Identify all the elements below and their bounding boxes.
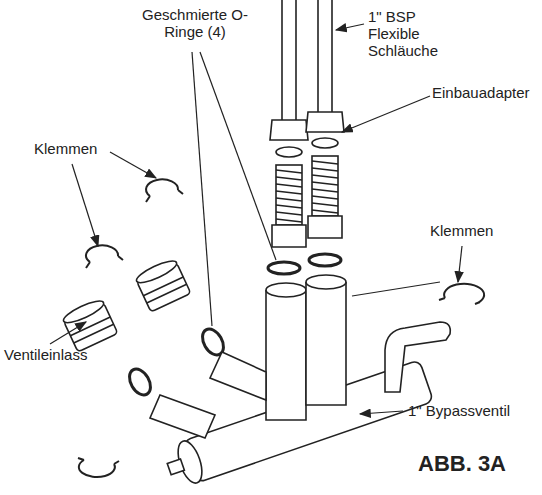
thread-line xyxy=(276,184,302,187)
thread-line xyxy=(312,168,338,171)
valve-inlet xyxy=(61,297,118,352)
part-label: 1" BSP Flexible Schläuche xyxy=(368,8,452,59)
part-label: 1" Bypassventil xyxy=(408,402,538,419)
valve-port xyxy=(266,283,306,297)
o-ring xyxy=(268,262,300,274)
part-label: Klemmen xyxy=(34,140,114,157)
valve-port xyxy=(266,290,306,420)
thread-line xyxy=(312,182,338,185)
thread-line xyxy=(312,189,338,192)
thread-line xyxy=(276,212,302,215)
o-ring xyxy=(309,254,341,266)
thread-line xyxy=(276,177,302,180)
thread-line xyxy=(312,196,338,199)
hose xyxy=(282,0,332,120)
thread-line xyxy=(276,191,302,194)
thread-line xyxy=(312,161,338,164)
thread-line xyxy=(276,205,302,208)
adapter-base xyxy=(272,216,342,247)
thread-line xyxy=(312,175,338,178)
valve-port xyxy=(306,275,346,289)
part-label: Geschmierte O-Ringe (4) xyxy=(125,6,265,40)
adapter xyxy=(276,165,302,225)
thread-line xyxy=(276,198,302,201)
clamp xyxy=(78,179,484,477)
hose-nut xyxy=(270,120,308,140)
thread-line xyxy=(312,210,338,213)
washer xyxy=(312,138,338,148)
thread-line xyxy=(276,219,302,222)
part-label: Klemmen xyxy=(430,222,510,239)
thread-line xyxy=(312,203,338,206)
bypass-handle xyxy=(385,322,450,392)
valve-nozzle xyxy=(150,395,215,438)
washer xyxy=(276,147,302,157)
valve-port xyxy=(306,282,346,405)
hose-nut xyxy=(306,112,344,132)
valve-inlet xyxy=(134,257,191,312)
thread-line xyxy=(276,170,302,173)
o-ring xyxy=(125,365,155,398)
leader-line xyxy=(50,24,462,460)
valve-nozzle xyxy=(210,352,266,400)
adapter xyxy=(312,156,338,216)
part-label: Einbauadapter xyxy=(432,84,538,101)
part-label: Ventileinlass xyxy=(4,346,104,363)
figure-caption: ABB. 3A xyxy=(418,452,538,476)
